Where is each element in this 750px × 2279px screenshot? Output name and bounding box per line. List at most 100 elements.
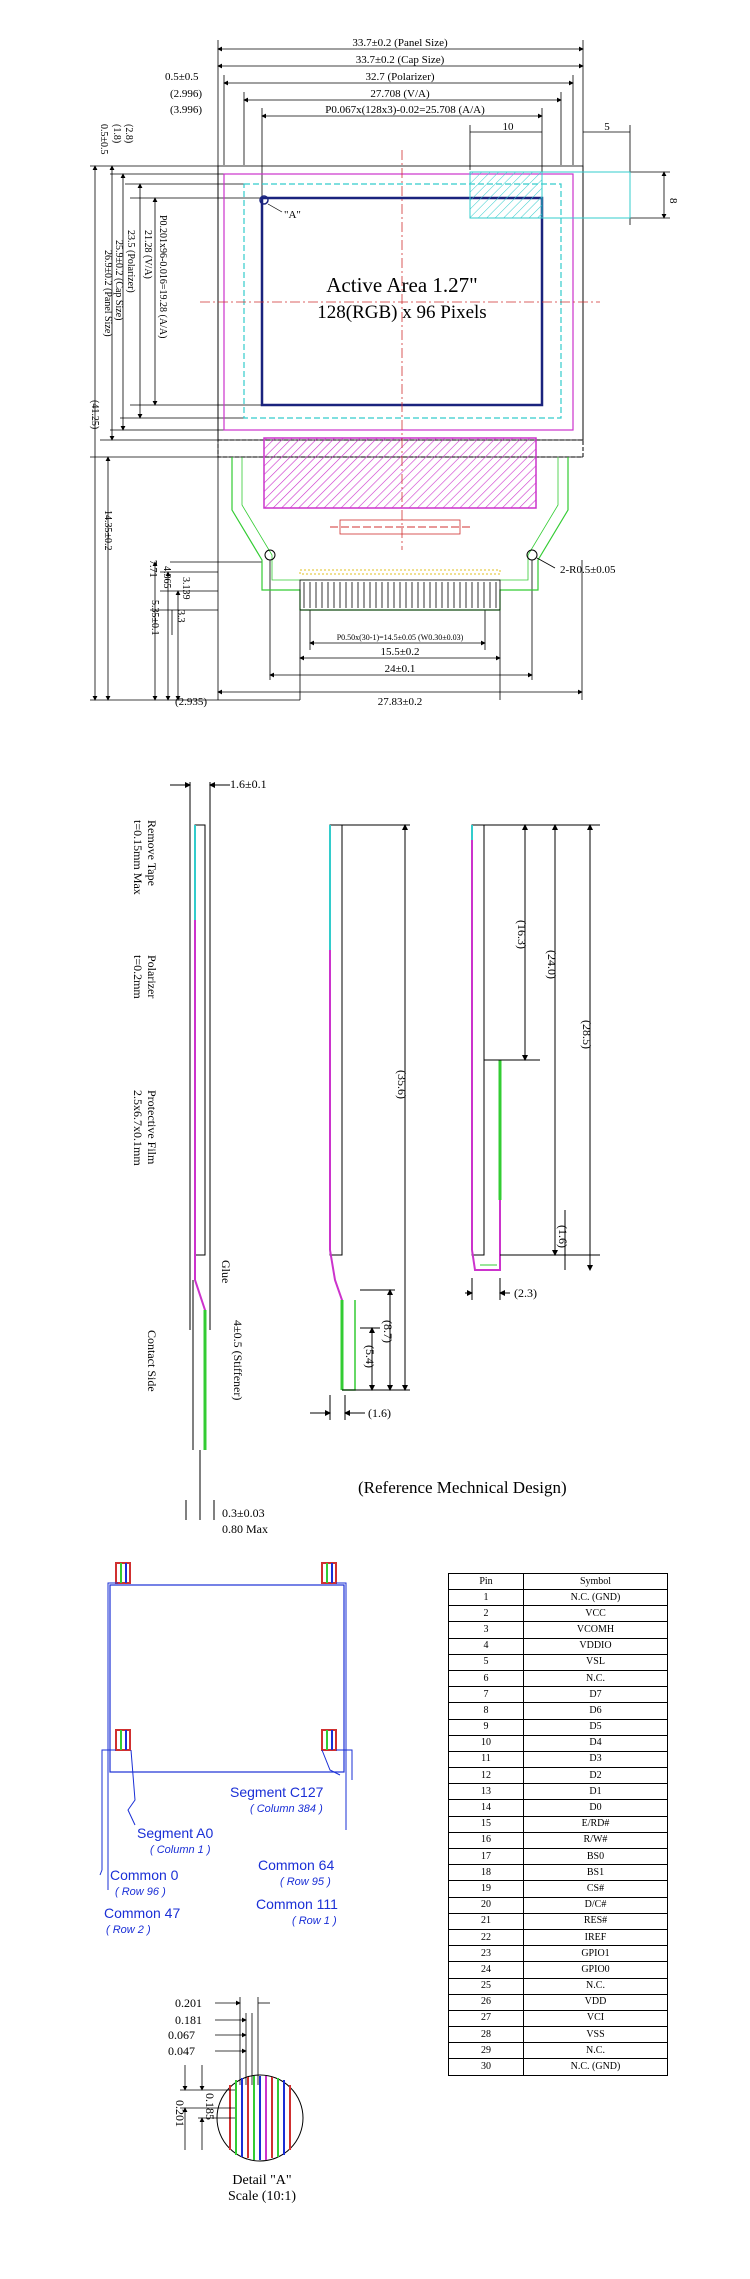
dim-8: 8 — [667, 198, 679, 204]
pin-number: 13 — [448, 1783, 524, 1801]
pin-symbol: RES# — [523, 1912, 668, 1930]
col-1: ( Column 1 ) — [150, 1844, 211, 1856]
row-1: ( Row 1 ) — [292, 1915, 337, 1927]
com-64: Common 64 — [258, 1857, 334, 1873]
dim-5: 5 — [604, 121, 610, 133]
segment-labels: Segment C127 ( Column 384 ) Segment A0 (… — [104, 1784, 338, 1936]
pin-number: 12 — [448, 1767, 524, 1785]
dim-2-935: (2.935) — [175, 696, 207, 708]
pin-symbol: E/RD# — [523, 1815, 668, 1833]
v-0-185: 0.185 — [203, 2093, 217, 2120]
dim-27-83: 27.83±0.2 — [378, 696, 423, 708]
dim-left-1: (1.8) — [111, 124, 122, 143]
active-area-pixels: 128(RGB) x 96 Pixels — [317, 302, 486, 323]
dim-left-9: 14.35±0.2 — [102, 510, 113, 551]
pin-symbol: GPIO1 — [523, 1945, 668, 1963]
pin-table-header: Pin Symbol — [448, 1573, 668, 1590]
pin-number: 23 — [448, 1945, 524, 1963]
side-view-labels: 1.6±0.1 Remove Tape t=0.15mm Max Polariz… — [131, 777, 594, 1536]
d-35-6: (35.6) — [395, 1070, 409, 1099]
dim-aa: P0.067x(128x3)-0.02=25.708 (A/A) — [325, 104, 485, 116]
dim-left-7: 26.9±0.2 (Panel Size) — [102, 250, 113, 337]
d-5-4: (5.4) — [363, 1345, 377, 1368]
pin-symbol: VCOMH — [523, 1621, 668, 1639]
pin-symbol: N.C. — [523, 1669, 668, 1688]
dim-pitch: P0.50x(30-1)=14.5±0.05 (W0.30±0.03) — [337, 633, 464, 642]
pin-symbol: D7 — [523, 1686, 668, 1704]
top-view-drawing — [90, 40, 670, 701]
pin-number: 9 — [448, 1718, 524, 1736]
pin-symbol: D2 — [523, 1767, 668, 1785]
pin-number: 20 — [448, 1896, 524, 1914]
pin-symbol: N.C. — [523, 1977, 668, 1995]
d-28-5: (28.5) — [580, 1020, 594, 1049]
d-0-067: 0.067 — [168, 2028, 195, 2042]
dim-left-2: (2.8) — [123, 124, 134, 143]
d-8-7: (8.7) — [381, 1320, 395, 1343]
t-0-8: 0.80 Max — [222, 1522, 268, 1536]
t-1-6: 1.6±0.1 — [230, 777, 267, 791]
pin-number: 8 — [448, 1702, 524, 1720]
dim-left-4: 21.28 (V/A) — [142, 230, 153, 279]
pin-symbol: N.C. (GND) — [523, 1588, 668, 1607]
com-47: Common 47 — [104, 1905, 180, 1921]
pin-symbol: IREF — [523, 1928, 668, 1947]
pin-symbol: VSL — [523, 1653, 668, 1671]
dim-left-3: P0.201x96-0.016=19.28 (A/A) — [157, 215, 168, 338]
d-0-181: 0.181 — [175, 2013, 202, 2027]
dim-left-10: 7.71 — [147, 560, 158, 578]
pin-symbol: VCC — [523, 1605, 668, 1623]
dim-pol-offset: 0.5±0.5 — [165, 71, 199, 83]
pin-symbol: D6 — [523, 1702, 668, 1720]
contact-label: Contact Side — [145, 1330, 159, 1392]
row-95: ( Row 95 ) — [280, 1876, 331, 1888]
pin-number: 3 — [448, 1621, 524, 1639]
pin-symbol: VDD — [523, 1993, 668, 2011]
pin-symbol: R/W# — [523, 1831, 668, 1850]
d-0-047: 0.047 — [168, 2044, 195, 2058]
pin-symbol: D0 — [523, 1799, 668, 1817]
dim-polarizer: 32.7 (Polarizer) — [365, 71, 434, 83]
dim-va: 27.708 (V/A) — [370, 88, 430, 100]
detail-a-labels: 0.201 0.181 0.067 0.047 0.201 0.185 Deta… — [168, 1996, 296, 2204]
dim-aa-offset: (3.996) — [170, 104, 202, 116]
pin-number: 10 — [448, 1734, 524, 1752]
pin-number: 15 — [448, 1815, 524, 1833]
d-2-3: (2.3) — [514, 1286, 537, 1300]
top-view-labels: 33.7±0.2 (Panel Size) 33.7±0.2 (Cap Size… — [89, 37, 679, 708]
seg-c127: Segment C127 — [230, 1784, 324, 1800]
dim-left-14: 3.3 — [175, 610, 186, 623]
d-16-3: (16.3) — [515, 920, 529, 949]
v-0-201: 0.201 — [173, 2100, 187, 2127]
dim-cap-size: 33.7±0.2 (Cap Size) — [356, 54, 445, 66]
dim-10: 10 — [503, 121, 515, 133]
pin-symbol: D4 — [523, 1734, 668, 1752]
pin-number: 27 — [448, 2009, 524, 2028]
row-96: ( Row 96 ) — [115, 1886, 166, 1898]
d-1-6b: (1.6) — [368, 1406, 391, 1420]
detail-a-scale: Scale (10:1) — [228, 2189, 296, 2204]
row-2: ( Row 2 ) — [106, 1924, 151, 1936]
dim-panel-size: 33.7±0.2 (Panel Size) — [352, 37, 448, 49]
reference-caption: (Reference Mechnical Design) — [358, 1478, 567, 1497]
pin-symbol: D3 — [523, 1750, 668, 1769]
symbol-header: Symbol — [523, 1573, 668, 1590]
pin-number: 14 — [448, 1799, 524, 1817]
